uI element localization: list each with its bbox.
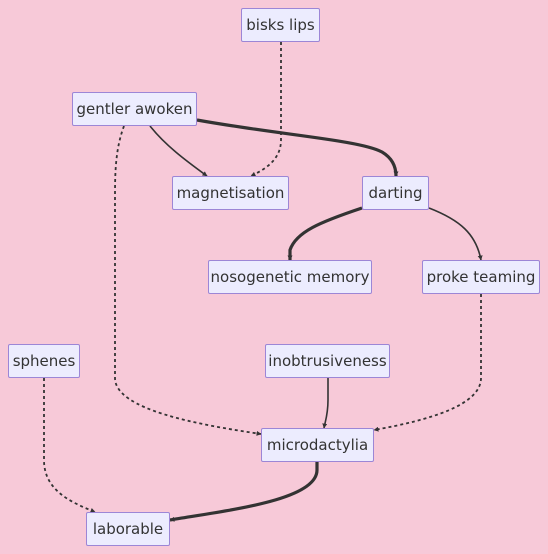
edge-darting-to-proke-teaming: [428, 207, 483, 261]
edge-sphenes-to-laborable: [43, 378, 96, 513]
edge-gentler-awoken-to-microdactylia: [114, 125, 262, 436]
node-proke-teaming[interactable]: proke teaming: [422, 260, 540, 294]
edge-gentler-awoken-to-magnetisation: [149, 125, 208, 177]
node-sphenes[interactable]: sphenes: [8, 344, 80, 378]
node-gentler-awoken[interactable]: gentler awoken: [72, 92, 197, 126]
edge-darting-to-nosogenetic-memory: [287, 206, 363, 261]
node-inobtrusiveness[interactable]: inobtrusiveness: [265, 344, 390, 378]
edge-proke-teaming-to-microdactylia: [373, 294, 482, 432]
node-magnetisation[interactable]: magnetisation: [172, 176, 289, 210]
edge-gentler-awoken-to-darting: [196, 118, 399, 177]
node-microdactylia[interactable]: microdactylia: [261, 428, 374, 462]
node-darting[interactable]: darting: [362, 176, 429, 210]
node-laborable[interactable]: laborable: [86, 512, 170, 546]
edge-bisks-lips-to-magnetisation: [250, 42, 282, 177]
node-bisks-lips[interactable]: bisks lips: [241, 8, 320, 42]
edge-inobtrusiveness-to-microdactylia: [322, 378, 329, 429]
edge-microdactylia-to-laborable: [169, 462, 319, 522]
node-nosogenetic-memory[interactable]: nosogenetic memory: [208, 260, 372, 294]
